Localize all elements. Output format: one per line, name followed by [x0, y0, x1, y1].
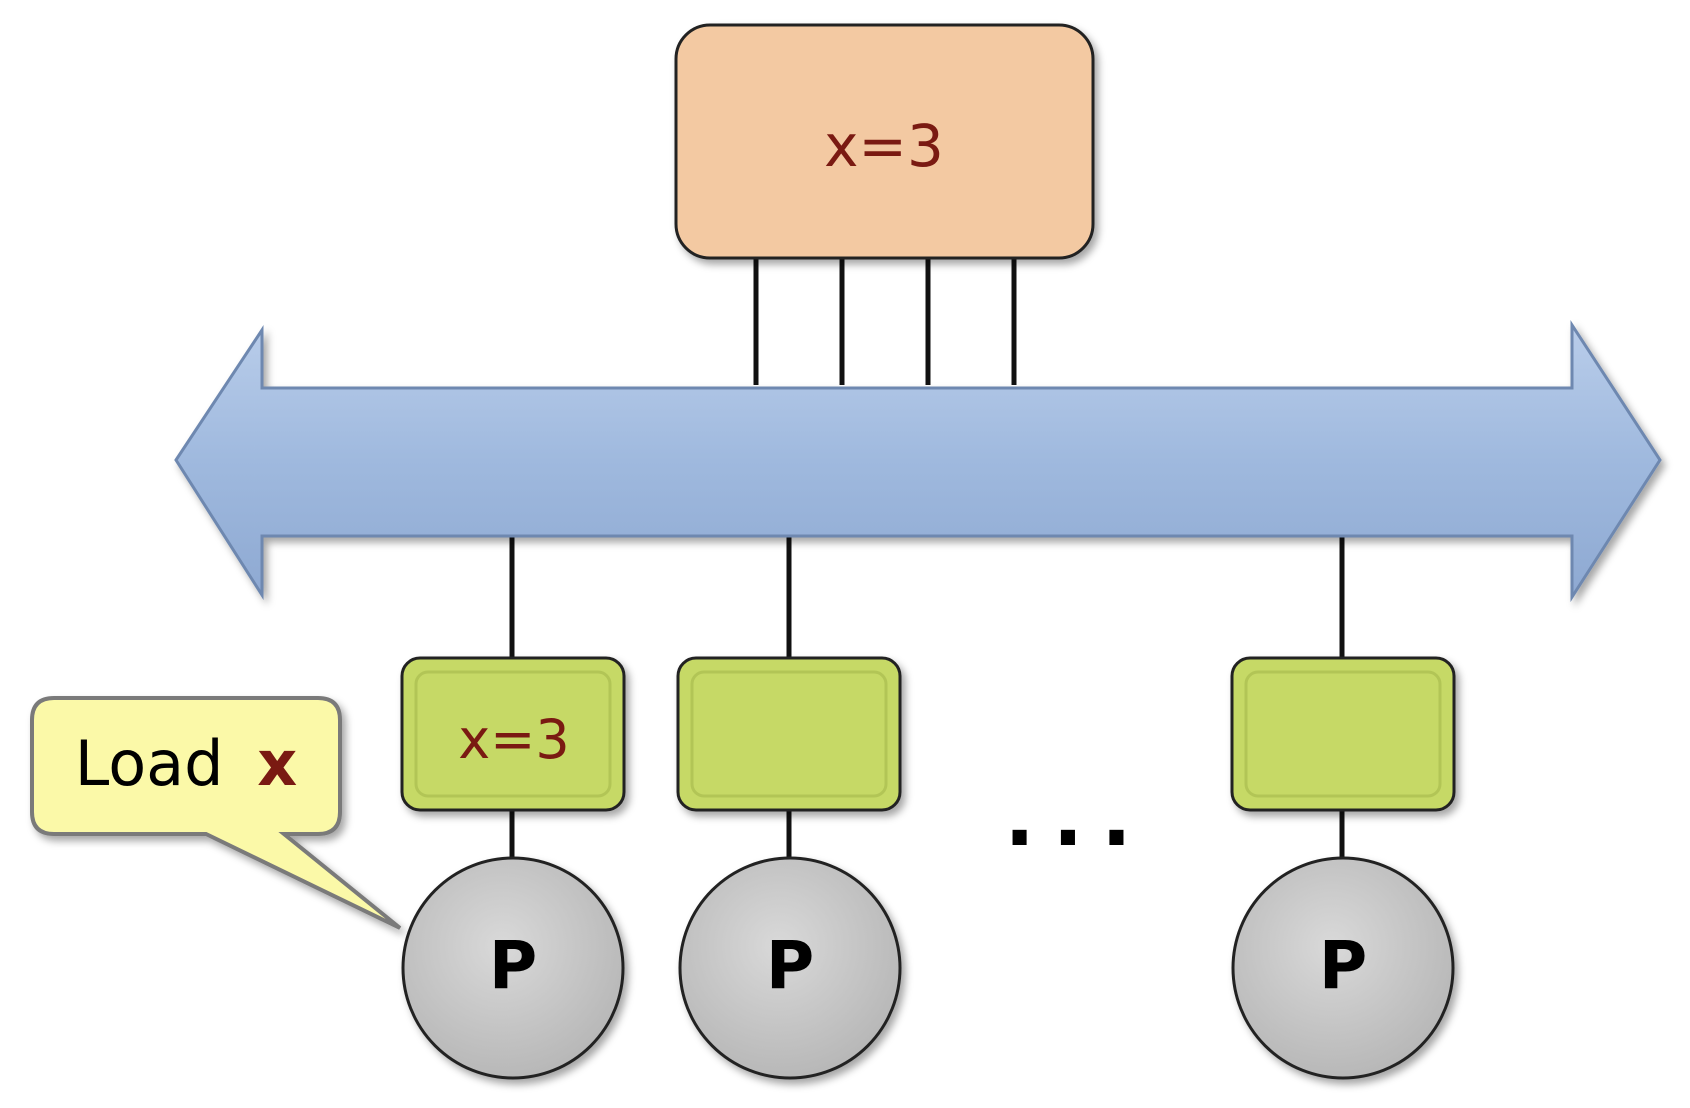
- ellipsis-text: ...: [1004, 771, 1149, 864]
- memory-bus-wires: [753, 250, 1017, 385]
- cache-value: x=3: [458, 708, 570, 771]
- cache-3: [1230, 656, 1456, 812]
- callout-bubble: Load x: [30, 696, 402, 930]
- cache-bus-wires: [509, 530, 1345, 658]
- bus-arrow: [174, 319, 1662, 603]
- processor-label: P: [489, 927, 537, 1004]
- cache-2: [676, 656, 902, 812]
- cache-processor-wires: [509, 805, 1345, 862]
- processor-2: P: [678, 856, 902, 1080]
- memory-box: x=3: [674, 23, 1095, 260]
- callout-variable: x: [257, 727, 297, 800]
- processor-label: P: [1319, 927, 1367, 1004]
- callout-text: Load x: [75, 727, 297, 800]
- processor-3: P: [1231, 856, 1455, 1080]
- cache-1: x=3: [400, 656, 626, 812]
- processor-1: P: [401, 856, 625, 1080]
- memory-value: x=3: [824, 112, 944, 180]
- callout-verb: Load: [75, 727, 224, 800]
- processor-label: P: [766, 927, 814, 1004]
